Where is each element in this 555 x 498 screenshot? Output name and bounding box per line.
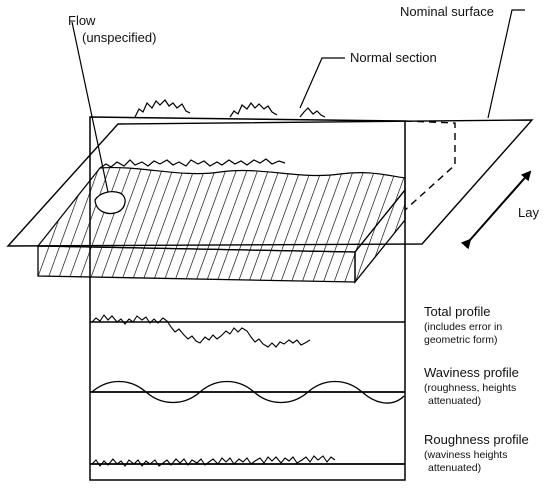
lay-label: Lay bbox=[518, 205, 539, 220]
lay-arrow bbox=[460, 170, 532, 250]
roughness-profile-note-2: attenuated) bbox=[428, 462, 482, 474]
roughness-profile-label: Roughness profile bbox=[424, 432, 529, 447]
section-top-profile bbox=[134, 99, 326, 118]
slab-rough-top-edge bbox=[99, 158, 286, 169]
flow-sub-label: (unspecified) bbox=[82, 30, 157, 45]
total-profile-note-2: geometric form) bbox=[424, 334, 498, 346]
nominal-surface-label: Nominal surface bbox=[400, 4, 494, 19]
hatched-top-face bbox=[36, 166, 406, 253]
flow-leader bbox=[71, 21, 109, 193]
waviness-profile-note-1: (roughness, heights bbox=[424, 382, 517, 394]
roughness-profile-curve bbox=[91, 455, 336, 467]
total-profile-note-1: (includes error in bbox=[424, 321, 503, 333]
normal-section-label: Normal section bbox=[350, 50, 437, 65]
waviness-profile-label: Waviness profile bbox=[424, 365, 519, 380]
total-profile-curve bbox=[91, 314, 311, 348]
nominal-surface-leader bbox=[487, 9, 525, 119]
flow-blob bbox=[94, 191, 126, 215]
total-profile-label: Total profile bbox=[424, 304, 491, 319]
normal-section-plane bbox=[89, 116, 406, 481]
section-hidden-edge bbox=[404, 120, 456, 211]
roughness-profile-note-1: (waviness heights bbox=[424, 449, 508, 461]
hatched-front-face bbox=[37, 245, 356, 283]
waviness-profile-note-2: attenuated) bbox=[428, 395, 482, 407]
waviness-profile-curve bbox=[91, 380, 405, 404]
normal-section-leader bbox=[299, 57, 345, 109]
flow-label: Flow bbox=[68, 13, 96, 28]
